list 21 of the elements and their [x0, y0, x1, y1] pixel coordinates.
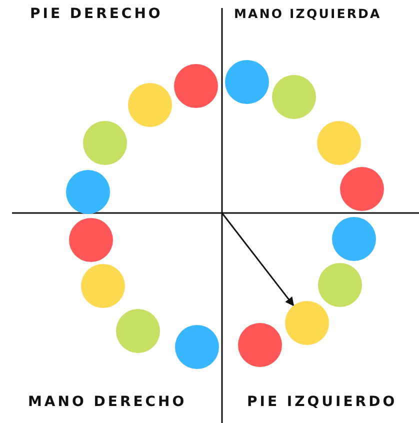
circle-marker: [332, 217, 376, 261]
circle-marker: [225, 60, 269, 104]
circle-marker: [318, 263, 362, 307]
circle-marker: [285, 301, 329, 345]
pointer-arrow: [221, 212, 294, 306]
circle-marker: [317, 121, 361, 165]
circle-marker: [238, 323, 282, 367]
quadrant-label: PIE IZQUIERDO: [247, 394, 398, 410]
circle-marker: [174, 64, 218, 108]
circle-marker: [116, 309, 160, 353]
quadrant-label: MANO DERECHO: [28, 394, 187, 410]
circle-marker: [66, 170, 110, 214]
circle-marker: [175, 325, 219, 369]
quadrant-label: PIE DERECHO: [30, 6, 163, 22]
circle-marker: [128, 83, 172, 127]
quadrant-label: MANO IZQUIERDA: [234, 6, 382, 21]
circle-marker: [272, 75, 316, 119]
circle-marker: [83, 121, 127, 165]
circle-marker: [81, 264, 125, 308]
circle-marker: [69, 218, 113, 262]
circle-marker: [340, 167, 384, 211]
